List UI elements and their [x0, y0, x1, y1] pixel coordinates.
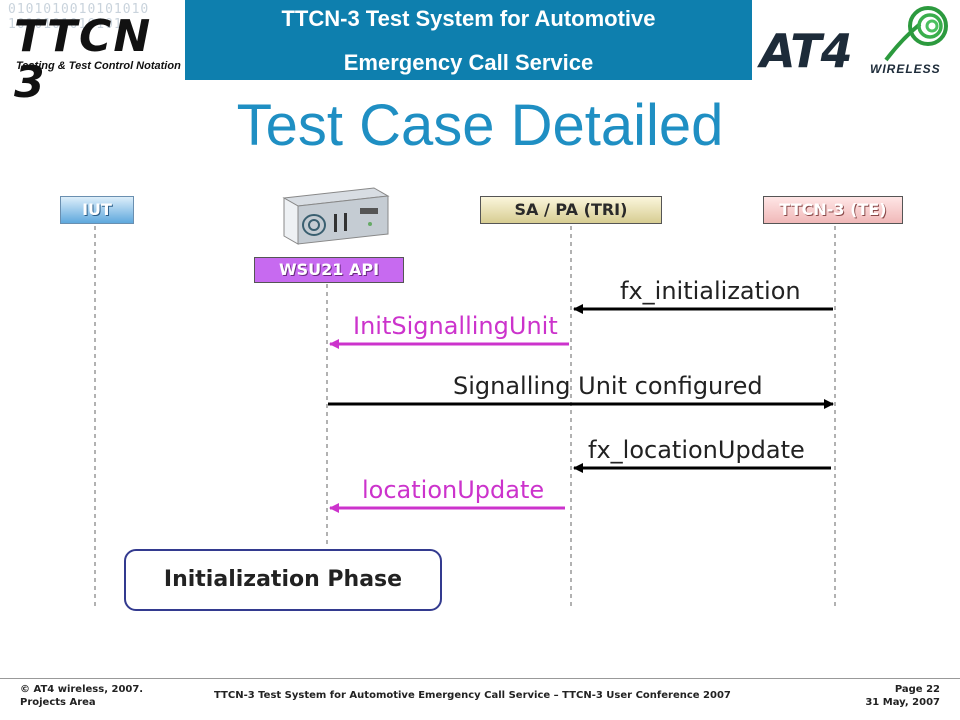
wsu21-device-image [282, 187, 390, 245]
logo-wordmark: TTCN 3 [14, 11, 153, 108]
at4-wordmark: AT4 [760, 24, 853, 78]
footer-center-text: TTCN-3 Test System for Automotive Emerge… [214, 690, 731, 701]
lifeline-box-iut: IUT [60, 196, 134, 224]
message-label-signalling-unit-configured: Signalling Unit configured [453, 372, 763, 400]
footer-copyright: © AT4 wireless, 2007. [20, 684, 144, 695]
page-title: Test Case Detailed [236, 93, 724, 158]
ttcn3-logo: 0101010010101010 1010101010101 TTCN 3 Te… [0, 0, 184, 106]
footer-area: Projects Area [20, 697, 96, 708]
title-banner: TTCN-3 Test System for Automotive Emerge… [185, 0, 752, 80]
message-label-location-update: locationUpdate [362, 476, 545, 504]
lifeline-box-sapa: SA / PA (TRI) [480, 196, 662, 224]
lifeline-box-wsu21-api: WSU21 API [254, 257, 404, 283]
footer-date: 31 May, 2007 [865, 697, 940, 708]
banner-title-line1: TTCN-3 Test System for Automotive [281, 6, 656, 31]
footer-divider [0, 678, 960, 679]
message-label-fx-location-update: fx_locationUpdate [588, 436, 805, 464]
swirl-logo-icon [884, 6, 948, 62]
footer-page-number: Page 22 [894, 684, 940, 695]
banner-title-line2: Emergency Call Service [343, 50, 594, 75]
initialization-phase-box: Initialization Phase [124, 549, 442, 611]
message-label-init-signalling-unit: InitSignallingUnit [353, 312, 558, 340]
message-label-fx-initialization: fx_initialization [620, 277, 801, 305]
at4-wireless-logo: AT4 WIRELESS [752, 0, 960, 80]
logo-tagline: Testing & Test Control Notation [16, 60, 181, 72]
logo-binary-pattern: 0101010010101010 1010101010101 [8, 2, 150, 32]
wireless-wordmark: WIRELESS [870, 62, 941, 76]
lifeline-box-ttcn: TTCN-3 (TE) [763, 196, 903, 224]
